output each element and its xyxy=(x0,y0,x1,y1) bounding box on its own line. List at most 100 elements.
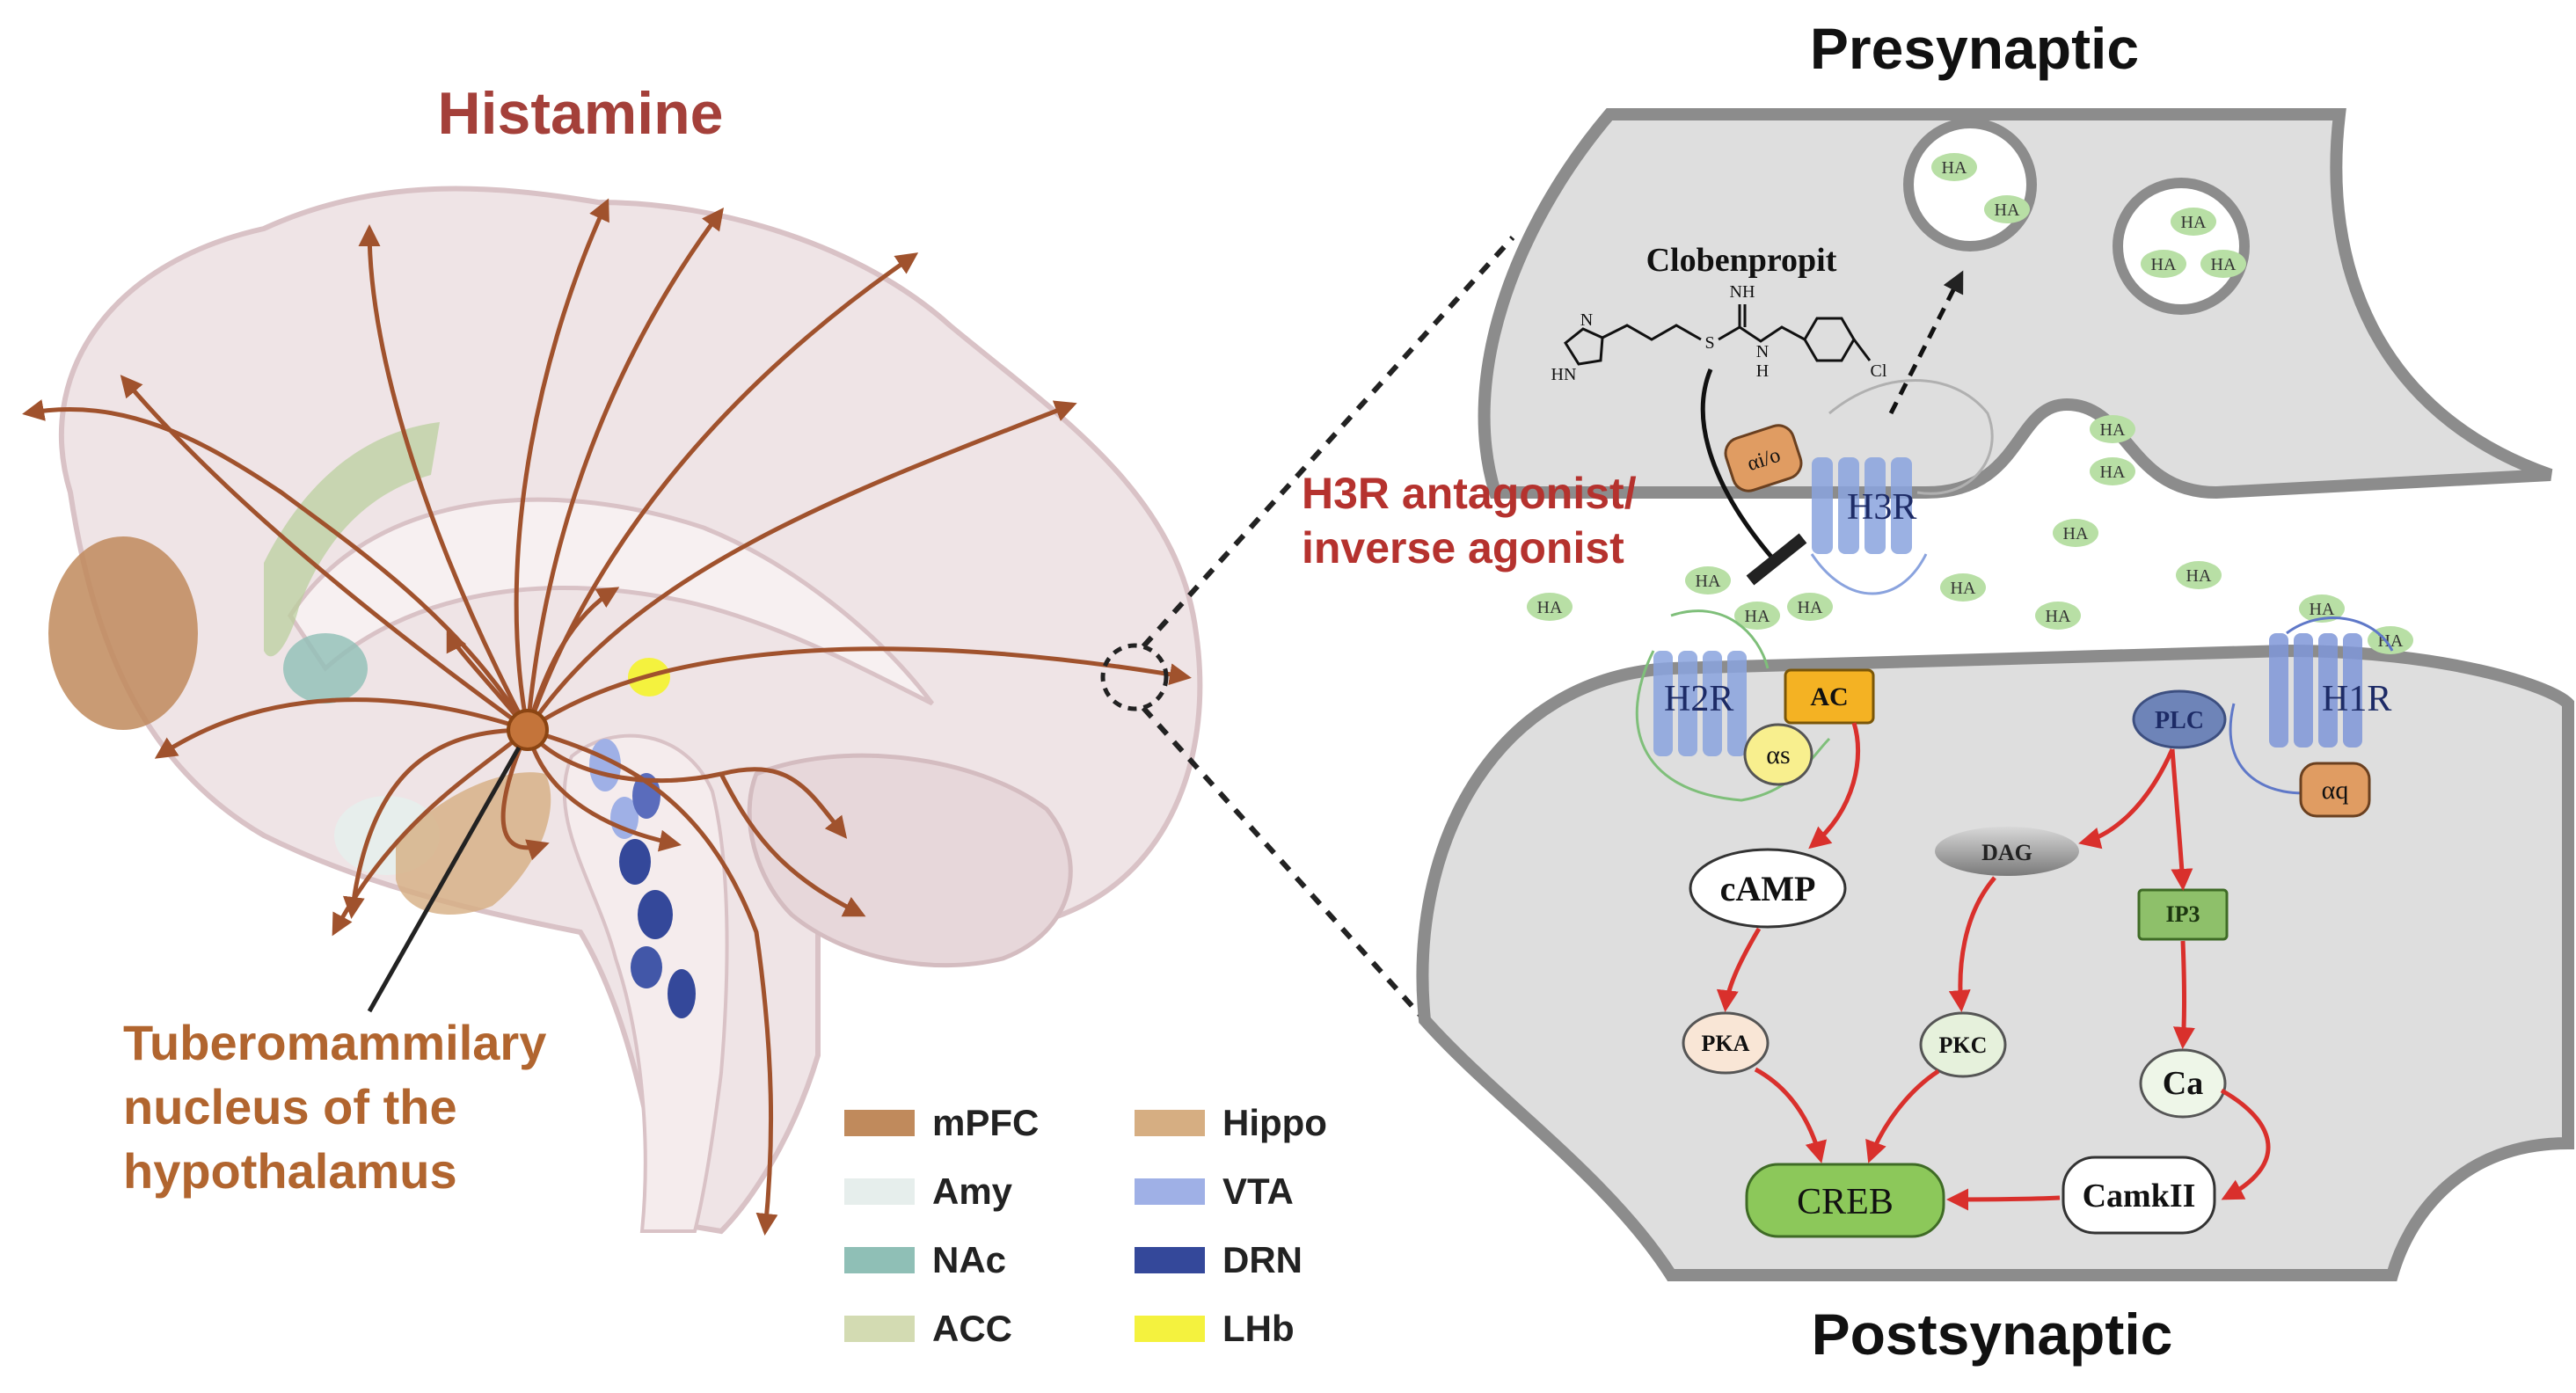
chem-nh-side: N xyxy=(1756,342,1769,361)
ha-molecule xyxy=(1787,593,1833,621)
ha-molecule xyxy=(1685,566,1731,594)
histamine-title: Histamine xyxy=(438,80,724,147)
chem-cl: Cl xyxy=(1871,361,1887,381)
tmn-label-line3: hypothalamus xyxy=(123,1143,457,1199)
svg-text:HA: HA xyxy=(2100,463,2126,482)
gs-label: αs xyxy=(1766,740,1790,769)
ac-label: AC xyxy=(1810,682,1848,711)
ha-molecule xyxy=(1940,573,1986,602)
svg-text:HA: HA xyxy=(1951,579,1976,598)
chem-n: N xyxy=(1580,310,1593,330)
legend-swatch-hippo xyxy=(1135,1110,1205,1136)
ac-enzyme xyxy=(1784,668,1875,725)
region-drn-5 xyxy=(668,969,696,1018)
drug-action-line xyxy=(1700,368,1778,565)
presynaptic-terminal xyxy=(1478,108,2553,500)
plc-enzyme xyxy=(2132,689,2227,749)
plc-label: PLC xyxy=(2155,707,2204,734)
clobenpropit-structure xyxy=(1564,304,1872,366)
antagonist-label-line1: H3R antagonist/ xyxy=(1302,469,1637,518)
ha-molecule xyxy=(1734,602,1780,630)
svg-text:HA: HA xyxy=(1995,201,2020,220)
corpus-callosum xyxy=(288,497,934,706)
region-drn-4 xyxy=(631,946,662,988)
ha-molecule xyxy=(2090,457,2135,485)
legend-label-vta: VTA xyxy=(1222,1171,1294,1212)
gq-label: αq xyxy=(2322,776,2349,805)
legend-swatch-lhb xyxy=(1135,1316,1205,1342)
ha-molecule xyxy=(2176,561,2222,589)
ha-molecule xyxy=(2200,250,2246,278)
ha-molecule xyxy=(2171,208,2216,236)
cerebellum xyxy=(747,753,1073,968)
svg-text:HA: HA xyxy=(2310,600,2335,619)
legend-label-hippo: Hippo xyxy=(1222,1102,1327,1143)
ha-molecule xyxy=(1984,195,2030,223)
dag-label: DAG xyxy=(1981,840,2032,865)
antagonist-label-line2: inverse agonist xyxy=(1302,523,1624,573)
presynaptic-label: Presynaptic xyxy=(1810,16,2139,81)
h3r-label: H3R xyxy=(1847,487,1916,528)
brain-outline xyxy=(58,186,1203,1235)
gio-protein xyxy=(1724,424,1803,492)
legend-label-lhb: LHb xyxy=(1222,1308,1295,1349)
release-arrow xyxy=(1888,270,1964,415)
legend-label-acc: ACC xyxy=(932,1308,1012,1349)
h2r-label: H2R xyxy=(1664,679,1733,719)
chem-h: H xyxy=(1756,361,1769,381)
svg-text:HA: HA xyxy=(2378,631,2404,651)
legend-swatch-vta xyxy=(1135,1178,1205,1205)
legend-label-nac: NAc xyxy=(932,1239,1006,1280)
drug-name: Clobenpropit xyxy=(1646,242,1837,279)
region-drn-3 xyxy=(638,890,673,939)
zoom-line-top xyxy=(1141,235,1515,649)
gq-protein xyxy=(2299,762,2371,818)
legend-swatch-amy xyxy=(844,1178,915,1205)
signalling-arrows xyxy=(1716,722,2271,1211)
legend-label-mpfc: mPFC xyxy=(932,1102,1039,1143)
legend-swatch-mpfc xyxy=(844,1110,915,1136)
svg-text:HA: HA xyxy=(1537,598,1563,617)
pka-node xyxy=(1682,1011,1770,1075)
legend-swatch-nac xyxy=(844,1247,915,1273)
ha-molecules: HA HA HA HA HA HA HA HA HA HA HA HA HA xyxy=(1527,153,2413,654)
zoom-circle xyxy=(1100,643,1169,711)
region-nac xyxy=(283,633,368,704)
h1r-label: H1R xyxy=(2322,679,2391,719)
h1r-receptor xyxy=(2229,616,2394,795)
svg-text:HA: HA xyxy=(2100,420,2126,440)
region-acc xyxy=(264,422,440,657)
zoom-line-bottom xyxy=(1141,705,1427,1023)
histamine-projections xyxy=(22,198,1192,1236)
gs-protein xyxy=(1743,723,1813,786)
inhibition-bar xyxy=(1746,533,1807,586)
region-mpfc xyxy=(48,536,198,730)
region-drn-2 xyxy=(619,839,651,885)
chem-s: S xyxy=(1704,333,1714,353)
pkc-node xyxy=(1919,1011,2007,1078)
tmn-label-line1: Tuberomammilary xyxy=(123,1015,546,1070)
ca-label: Ca xyxy=(2163,1065,2203,1102)
creb-label: CREB xyxy=(1797,1182,1894,1222)
creb-node xyxy=(1745,1163,1945,1238)
legend-label-drn: DRN xyxy=(1222,1239,1303,1280)
svg-text:HA: HA xyxy=(1942,158,1967,178)
ha-molecule xyxy=(2035,602,2081,630)
svg-text:HA: HA xyxy=(2181,213,2207,232)
legend-swatch-acc xyxy=(844,1316,915,1342)
h3r-receptor xyxy=(1810,379,1994,595)
svg-text:HA: HA xyxy=(1696,572,1721,591)
camkii-node xyxy=(2062,1156,2216,1235)
vesicle-2 xyxy=(2113,178,2250,315)
postsynaptic-label: Postsynaptic xyxy=(1812,1302,2173,1367)
svg-text:HA: HA xyxy=(2186,566,2212,586)
ha-molecule xyxy=(2141,250,2186,278)
brain-panel: Histamine xyxy=(22,80,1327,1349)
svg-text:HA: HA xyxy=(1798,598,1823,617)
ip3-label: IP3 xyxy=(2166,901,2200,927)
ha-molecule xyxy=(1527,593,1573,621)
region-hippo xyxy=(396,772,551,915)
chem-nh-top: NH xyxy=(1730,282,1755,302)
tmn-nucleus xyxy=(507,709,549,751)
